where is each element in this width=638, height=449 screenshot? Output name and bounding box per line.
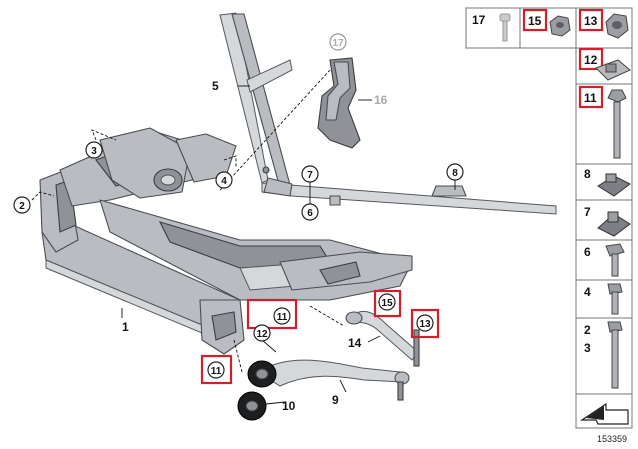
svg-text:15: 15: [381, 298, 393, 309]
legend-num-17: 17: [472, 13, 486, 27]
label-5: 5: [212, 79, 219, 93]
legend-num-4: 4: [584, 285, 591, 299]
clip-nut-icon: [597, 211, 631, 237]
callout-8: 8: [446, 163, 464, 181]
legend-num-7: 7: [584, 205, 591, 219]
bolt-icon: [605, 243, 625, 277]
svg-text:12: 12: [256, 329, 268, 340]
legend-top: 17 15 13: [465, 7, 633, 49]
svg-text:2: 2: [19, 201, 25, 212]
callout-12: 12: [253, 324, 271, 342]
bolt-icon: [499, 13, 511, 42]
label-1: 1: [122, 320, 129, 334]
callout-13: 13: [410, 308, 440, 339]
svg-text:11: 11: [277, 312, 288, 323]
svg-text:6: 6: [307, 208, 313, 219]
clip-nut-icon: [595, 59, 631, 81]
callout-6: 6: [301, 203, 319, 221]
callout-2: 2: [13, 196, 31, 214]
callout-15: 15: [373, 289, 402, 318]
support-strut: [219, 12, 557, 215]
label-9: 9: [332, 393, 339, 407]
legend-num-11: 11: [584, 91, 597, 105]
legend-num-12: 12: [584, 53, 598, 67]
legend-side: 12 11 8 7 6 4 2 3: [575, 47, 633, 429]
subframe-part-1: [39, 127, 413, 355]
label-14: 14: [348, 336, 362, 350]
control-arm-part-14: [345, 311, 420, 367]
svg-text:3: 3: [91, 146, 97, 157]
bushing-part-10: [237, 391, 267, 421]
bracket-part-16: [317, 57, 361, 149]
svg-text:13: 13: [419, 319, 431, 330]
legend-num-3: 3: [584, 341, 591, 355]
nut-icon: [605, 13, 629, 39]
svg-text:4: 4: [221, 176, 227, 187]
callout-17: 17: [329, 33, 347, 51]
bolt-icon: [607, 89, 627, 159]
legend-num-13: 13: [584, 14, 598, 28]
callout-11-upper: 11: [246, 298, 298, 330]
arrow-icon: [580, 402, 629, 425]
label-10: 10: [282, 399, 296, 413]
leader-lines: [31, 69, 456, 405]
control-arm-part-9: [247, 359, 410, 401]
legend-num-8: 8: [584, 167, 591, 181]
diagram-id: 153359: [597, 434, 627, 444]
callout-4: 4: [215, 171, 233, 189]
callout-3: 3: [85, 141, 103, 159]
legend-num-6: 6: [584, 245, 591, 259]
bolt-icon: [607, 321, 623, 389]
callout-11-lower: 11: [200, 354, 233, 385]
bolt-icon: [607, 283, 623, 315]
legend-num-2: 2: [584, 323, 591, 337]
svg-text:11: 11: [211, 366, 222, 377]
legend-num-15: 15: [528, 14, 542, 28]
svg-text:8: 8: [452, 168, 458, 179]
label-16: 16: [374, 93, 388, 107]
svg-text:7: 7: [307, 170, 313, 181]
nut-icon: [549, 15, 571, 37]
callout-7: 7: [301, 165, 319, 183]
clip-nut-icon: [597, 173, 631, 197]
svg-text:17: 17: [332, 38, 344, 49]
